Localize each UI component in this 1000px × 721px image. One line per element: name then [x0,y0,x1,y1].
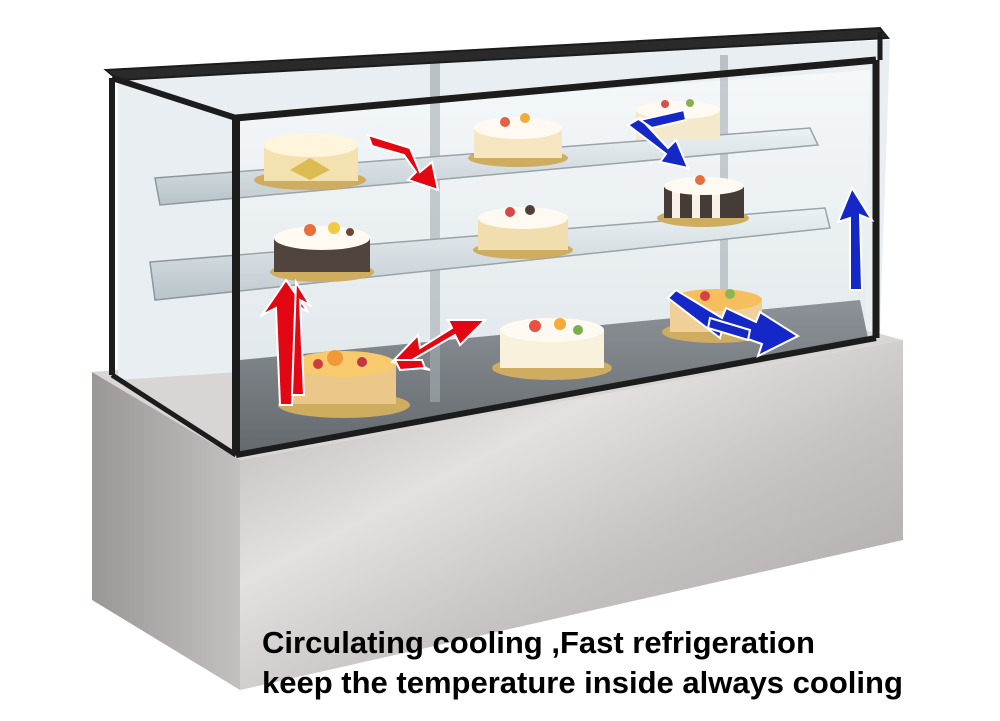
black-aluminium-frame [103,26,890,458]
cake-top-left [254,133,366,190]
warm-airflow-arrows [258,133,488,406]
red-arrow-vertical-right [290,278,313,396]
red-arrow-top [366,133,440,192]
blue-arrow-bottom-short [706,316,752,342]
red-arrow-bottom-center [390,319,488,371]
cake-middle-center [473,205,573,259]
cake-middle-right [657,175,749,227]
cake-bottom-left [278,350,410,418]
caption-line-2: keep the temperature inside always cooli… [262,665,903,700]
cake-middle-left [270,222,374,282]
caption-line-1: Circulating cooling ,Fast refrigeration [262,625,815,660]
cake-top-center [468,113,568,167]
cool-airflow-arrows [626,108,875,358]
blue-arrow-vertical-right [836,185,875,291]
red-arrow-bottom-left [393,359,427,372]
blue-arrow-top-left [637,108,688,130]
cake-bottom-center [492,318,612,380]
